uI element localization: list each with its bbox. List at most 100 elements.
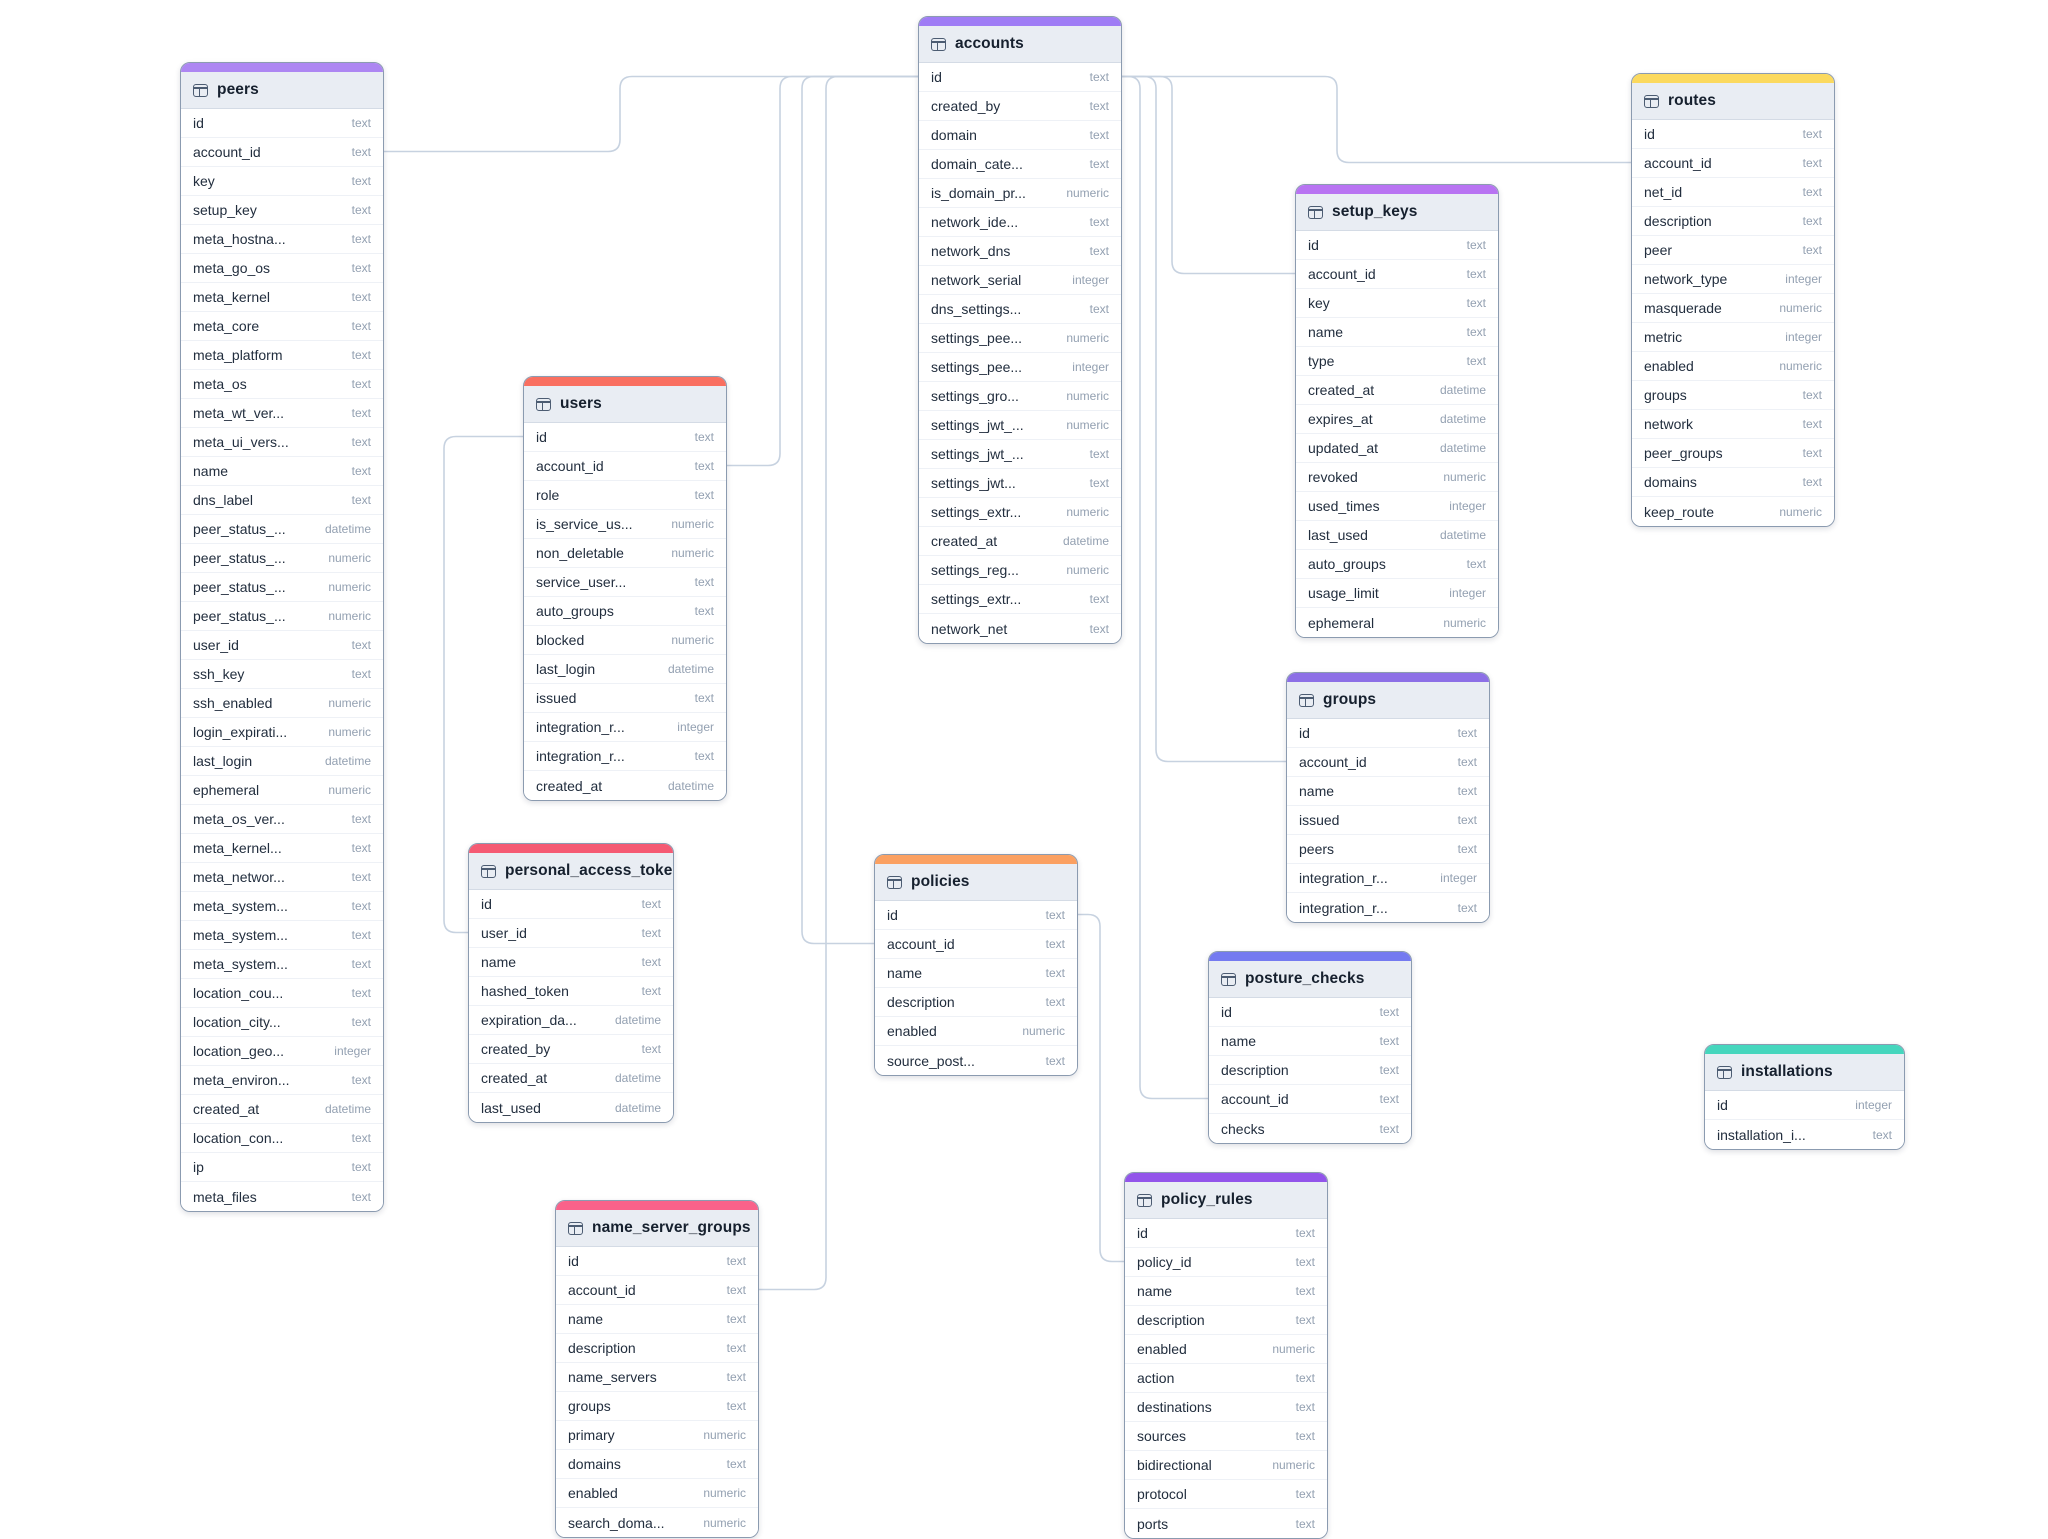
- field-row-users-10[interactable]: integration_r...integer: [524, 713, 726, 742]
- field-row-users-3[interactable]: is_service_us...numeric: [524, 510, 726, 539]
- field-row-peers-27[interactable]: meta_system...text: [181, 892, 383, 921]
- field-row-peers-14[interactable]: peer_status_...datetime: [181, 515, 383, 544]
- field-row-peers-25[interactable]: meta_kernel...text: [181, 834, 383, 863]
- field-row-peers-26[interactable]: meta_networ...text: [181, 863, 383, 892]
- table-header-accounts[interactable]: accounts: [919, 26, 1121, 63]
- field-row-accounts-12[interactable]: settings_jwt_...numeric: [919, 411, 1121, 440]
- table-header-routes[interactable]: routes: [1632, 83, 1834, 120]
- table-header-users[interactable]: users: [524, 386, 726, 423]
- field-row-accounts-5[interactable]: network_ide...text: [919, 208, 1121, 237]
- table-header-groups[interactable]: groups: [1287, 682, 1489, 719]
- field-row-peers-33[interactable]: meta_environ...text: [181, 1066, 383, 1095]
- field-row-peers-29[interactable]: meta_system...text: [181, 950, 383, 979]
- field-row-installations-1[interactable]: installation_i...text: [1705, 1120, 1904, 1149]
- field-row-accounts-9[interactable]: settings_pee...numeric: [919, 324, 1121, 353]
- field-row-peers-10[interactable]: meta_wt_ver...text: [181, 399, 383, 428]
- table-header-posture_checks[interactable]: posture_checks: [1209, 961, 1411, 998]
- field-row-peers-15[interactable]: peer_status_...numeric: [181, 544, 383, 573]
- table-header-peers[interactable]: peers: [181, 72, 383, 109]
- table-header-installations[interactable]: installations: [1705, 1054, 1904, 1091]
- field-row-peers-4[interactable]: meta_hostna...text: [181, 225, 383, 254]
- field-row-name_server_groups-9[interactable]: search_doma...numeric: [556, 1508, 758, 1537]
- field-row-accounts-18[interactable]: settings_extr...text: [919, 585, 1121, 614]
- field-row-groups-6[interactable]: integration_r...text: [1287, 893, 1489, 922]
- field-row-accounts-14[interactable]: settings_jwt...text: [919, 469, 1121, 498]
- field-row-policies-5[interactable]: source_post...text: [875, 1046, 1077, 1075]
